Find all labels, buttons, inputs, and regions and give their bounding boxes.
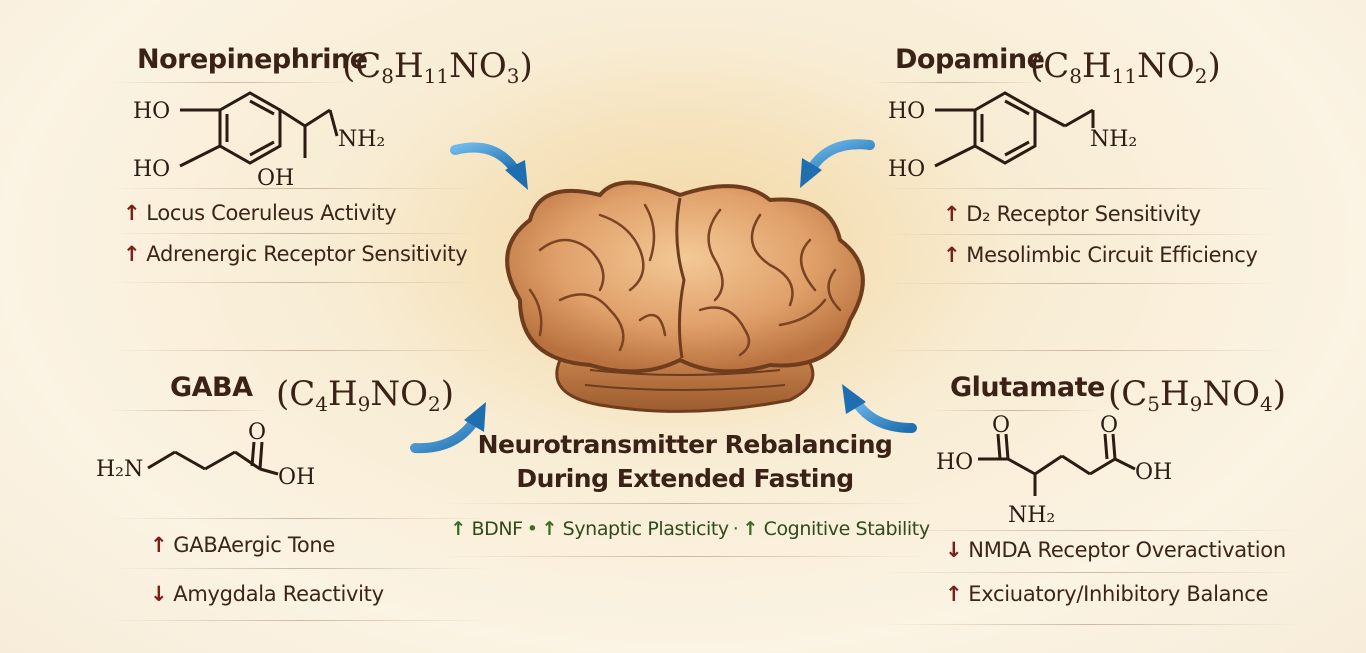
divider [110, 518, 490, 519]
norepinephrine-effect: ↑Adrenergic Receptor Sensitivity [123, 242, 468, 266]
glutamate-formula: (C5H9NO4) [1108, 374, 1287, 416]
norepinephrine-name: Norepinephrine [137, 44, 368, 75]
atom-label: O [248, 420, 266, 445]
divider [110, 188, 480, 189]
norepinephrine-formula: (C8H11NO3) [342, 46, 533, 88]
atom-label: HO [888, 99, 925, 124]
divider [880, 234, 1280, 235]
center-title-line1: Neurotransmitter Rebalancing [477, 430, 893, 459]
atom-label: OH [278, 465, 315, 490]
divider [440, 556, 930, 557]
divider [880, 530, 1300, 531]
arrow-icon-bottom-right [842, 384, 917, 433]
atom-label: NH₂ [338, 127, 385, 152]
atom-label: O [1100, 414, 1118, 438]
divider [110, 350, 500, 351]
gaba-structure: H₂N O OH [96, 420, 315, 490]
divider [880, 350, 1290, 351]
divider [880, 572, 1300, 573]
benefit-cognitive-stability: Cognitive Stability [763, 518, 931, 540]
gaba-effect: ↓Amygdala Reactivity [150, 582, 384, 606]
divider [110, 410, 270, 411]
gaba-effect: ↑GABAergic Tone [150, 533, 336, 557]
divider [880, 188, 1280, 189]
gaba-name: GABA [170, 372, 253, 403]
benefit-synaptic-plasticity: Synaptic Plasticity [562, 518, 729, 540]
divider [110, 82, 350, 83]
norepinephrine-effect: ↑Locus Coeruleus Activity [123, 201, 397, 225]
arrow-icon-top-left [450, 142, 528, 190]
glutamate-effect: ↓NMDA Receptor Overactivation [945, 538, 1286, 562]
atom-label: HO [936, 450, 973, 475]
atom-label: H₂N [96, 457, 143, 482]
divider [880, 624, 1300, 625]
divider [110, 282, 480, 283]
glutamate-structure: HO O O OH NH₂ [936, 414, 1172, 528]
dopamine-effect: ↑Mesolimbic Circuit Efficiency [943, 243, 1258, 267]
divider [870, 82, 1040, 83]
norepinephrine-structure: HO HO OH NH₂ [133, 91, 385, 191]
divider [930, 410, 1100, 411]
atom-label: NH₂ [1090, 127, 1137, 152]
atom-label: HO [133, 157, 170, 182]
dopamine-effect: ↑D₂ Receptor Sensitivity [943, 202, 1201, 226]
gaba-formula: (C4H9NO2) [276, 374, 455, 416]
glutamate-name: Glutamate [950, 372, 1105, 403]
divider [110, 233, 480, 234]
arrow-icon-top-right [800, 139, 875, 188]
glutamate-effect: ↑Exciuatory/Inhibitory Balance [945, 582, 1269, 606]
atom-label: OH [1135, 460, 1172, 485]
divider [440, 503, 930, 504]
atom-label: HO [888, 157, 925, 182]
dopamine-name: Dopamine [895, 44, 1045, 75]
divider [880, 283, 1280, 284]
divider [110, 620, 490, 621]
atom-label: NH₂ [1008, 503, 1055, 528]
dopamine-structure: HO HO NH₂ [888, 91, 1137, 182]
atom-label: O [992, 414, 1010, 438]
center-title-line2: During Extended Fasting [516, 464, 854, 493]
divider [110, 568, 490, 569]
benefits-line: ↑ BDNF•↑ Synaptic Plasticity·↑ Cognitive… [450, 518, 931, 540]
atom-label: OH [257, 166, 294, 191]
dopamine-formula: (C8H11NO2) [1030, 46, 1221, 88]
atom-label: HO [133, 99, 170, 124]
arrow-icon-bottom-left [410, 402, 486, 454]
benefit-bdnf: BDNF [471, 518, 523, 540]
